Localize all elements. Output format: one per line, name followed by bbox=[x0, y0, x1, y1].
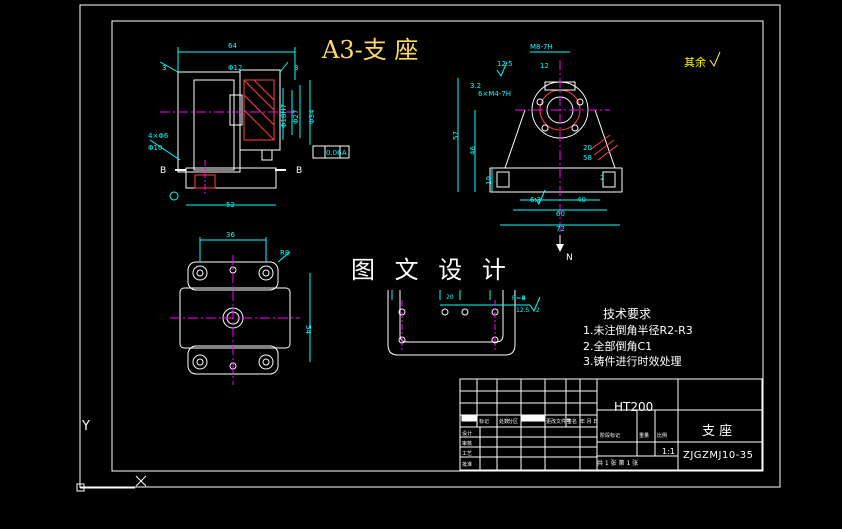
tb-part-name: 支 座 bbox=[702, 424, 733, 439]
tb-stage-mark: 阶段标记 bbox=[600, 432, 620, 439]
dim-3-left: 3 bbox=[162, 64, 166, 72]
watermark-text: 图 文 设 计 bbox=[351, 256, 512, 284]
dim-2-detail: 2 bbox=[536, 307, 540, 314]
tb-weight: 重量 bbox=[639, 432, 649, 439]
inner-border bbox=[111, 20, 764, 472]
dim-2: 2 bbox=[600, 174, 604, 182]
north-label: N bbox=[566, 253, 573, 263]
requirement-item: 1.未注倒角半径R2-R3 bbox=[583, 324, 693, 337]
tb-material: HT200 bbox=[614, 400, 654, 414]
dim-54: 54 bbox=[304, 325, 312, 334]
ucs-icon bbox=[76, 430, 147, 492]
dim-phi12: Φ12 bbox=[228, 64, 242, 72]
rest-roughness-note: 其余 bbox=[684, 56, 706, 69]
tb-row-review: 审核 bbox=[462, 440, 472, 447]
side-view bbox=[457, 51, 721, 252]
dim-m8-7h: M8-7H bbox=[530, 43, 553, 51]
section-b-right: B bbox=[296, 166, 302, 176]
front-view-labels: 64 3 3 Φ12 Φ18H7 Φ27 Φ34 52 4×Φ6 Φ10 0.0… bbox=[148, 42, 347, 209]
requirement-item: 2.全部倒角C1 bbox=[583, 340, 653, 353]
section-b-left: B bbox=[160, 166, 166, 176]
dim-46: 46 bbox=[469, 146, 477, 155]
dim-phi18h7: Φ18H7 bbox=[280, 104, 288, 128]
dim-4-detail: 4 bbox=[522, 295, 526, 302]
tb-sheets: 共 1 张 第 1 张 bbox=[597, 460, 639, 467]
tb-col-mark: 标记 bbox=[479, 418, 489, 425]
tol-datum: A bbox=[342, 149, 347, 157]
rough-12-5: 12.5 bbox=[497, 60, 513, 68]
tb-col-count: 处数 bbox=[499, 418, 509, 425]
tb-col-zone: 分区 bbox=[508, 418, 518, 425]
drawing-title: A3-支 座 bbox=[322, 36, 419, 64]
dim-58: 58 bbox=[583, 154, 592, 162]
outer-border bbox=[79, 4, 781, 488]
tb-drawing-number: ZJGZMJ10-35 bbox=[683, 450, 754, 461]
dim-20: 20 bbox=[583, 144, 592, 152]
dim-57: 57 bbox=[452, 131, 460, 140]
dim-r8-detail: R=8 bbox=[512, 295, 525, 302]
tol-value: 0.06 bbox=[326, 149, 342, 157]
dim-6xm4: 6×M4-7H bbox=[478, 90, 511, 98]
dim-phi27: Φ27 bbox=[292, 110, 300, 124]
front-view bbox=[149, 47, 350, 206]
ucs-y-label: Y bbox=[82, 419, 90, 434]
dim-36: 36 bbox=[226, 231, 235, 239]
dim-60: 60 bbox=[556, 210, 565, 218]
dim-20-detail: 20 bbox=[446, 294, 454, 301]
dim-52: 52 bbox=[226, 201, 235, 209]
tb-row-process: 工艺 bbox=[462, 451, 472, 457]
tb-scale-value: 1:1 bbox=[662, 447, 675, 456]
rough-12-5-detail: 12.5 bbox=[516, 307, 530, 314]
rough-3-2: 3.2 bbox=[470, 82, 481, 90]
title-block bbox=[459, 378, 763, 471]
detail-view bbox=[387, 290, 541, 356]
requirements-title: 技术要求 bbox=[603, 307, 652, 321]
title-block-labels: 标记 处数 分区 更改文件号 签名 年 月 日 设计 审核 工艺 批准 阶段标记… bbox=[462, 418, 667, 468]
dim-40: 40 bbox=[577, 196, 586, 204]
dim-10: 10 bbox=[485, 176, 493, 185]
dim-4xphi6: 4×Φ6 bbox=[148, 132, 169, 140]
tb-col-change: 更改文件号 bbox=[546, 418, 571, 425]
tb-row-design: 设计 bbox=[462, 430, 472, 437]
rough-6-3: 6.3 bbox=[530, 196, 541, 204]
dim-12: 12 bbox=[540, 62, 549, 70]
tb-scale-label: 比例 bbox=[657, 432, 667, 439]
top-view-labels: 36 R8 54 bbox=[226, 231, 312, 334]
dim-72: 72 bbox=[556, 225, 565, 233]
dim-phi34: Φ34 bbox=[308, 109, 316, 124]
requirement-item: 3.铸件进行时效处理 bbox=[583, 355, 682, 368]
detail-view-labels: 20 R=8 4 12.5 2 bbox=[446, 294, 540, 314]
dim-3-right: 3 bbox=[294, 64, 298, 72]
top-view bbox=[170, 237, 311, 385]
side-view-labels: M8-7H 12.5 12 3.2 6×M4-7H 46 57 10 6.3 4… bbox=[452, 43, 604, 263]
dim-64: 64 bbox=[228, 42, 237, 50]
tb-col-sign: 签名 bbox=[567, 418, 577, 425]
tb-row-approve: 批准 bbox=[462, 461, 472, 468]
dim-phi10: Φ10 bbox=[148, 144, 162, 152]
tb-col-date: 年 月 日 bbox=[580, 418, 598, 425]
dim-r8: R8 bbox=[280, 249, 289, 257]
